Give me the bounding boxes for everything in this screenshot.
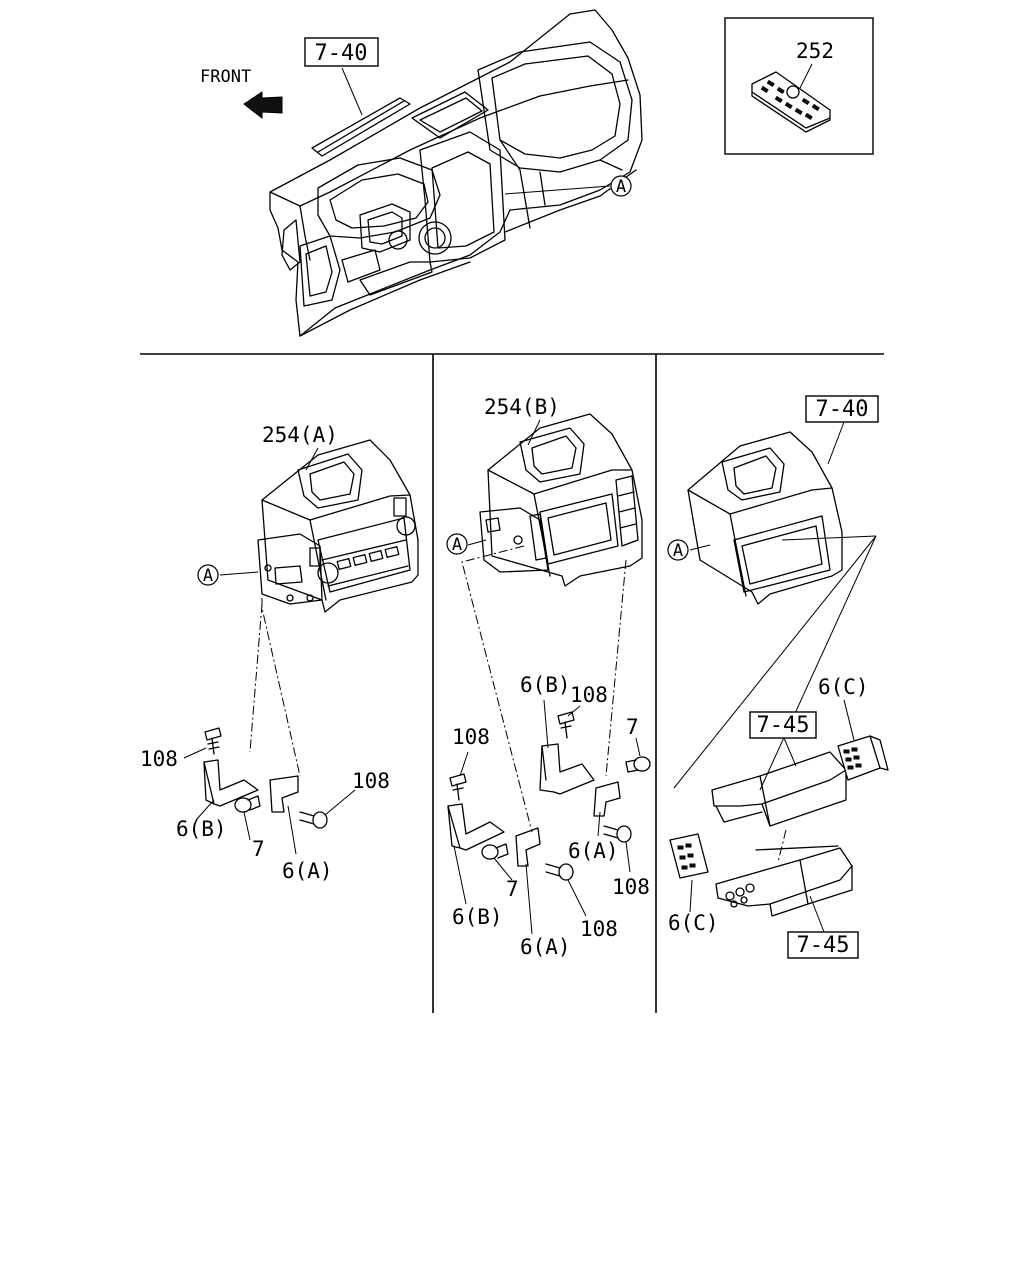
label-108-left-top: 108 <box>140 747 178 771</box>
label-6a-mid-right: 6(A) <box>568 839 619 863</box>
bezel-pocket-assembly: 7-40 7-45 <box>667 395 889 959</box>
callout-7-40-top-text: 7-40 <box>315 41 368 66</box>
remote-control-icon <box>751 71 831 133</box>
bolt-icon <box>481 843 509 860</box>
label-6a-left: 6(A) <box>282 859 333 883</box>
ref-a-mid-text: A <box>452 535 462 555</box>
ref-a-left-text: A <box>203 566 213 586</box>
label-108-mid-right: 108 <box>612 875 650 899</box>
label-108-mid-bottom: 108 <box>580 917 618 941</box>
label-6a-mid-bottom: 6(A) <box>520 935 571 959</box>
screw-icon <box>299 811 328 829</box>
front-arrow-icon <box>243 91 283 120</box>
remote-control-inset: 252 <box>724 17 874 155</box>
label-6b-left: 6(B) <box>176 817 227 841</box>
callout-7-40-top: 7-40 <box>304 37 379 67</box>
front-label: FRONT <box>200 67 251 87</box>
screw-icon <box>449 773 467 801</box>
remote-part-number: 252 <box>796 39 834 63</box>
ref-circle-a-mid: A <box>446 533 468 555</box>
label-6c-bottom: 6(C) <box>668 911 719 935</box>
label-6b-mid-bottom: 6(B) <box>452 905 503 929</box>
screw-icon <box>557 711 575 739</box>
ref-circle-a-top: A <box>610 175 632 197</box>
label-7-left: 7 <box>252 837 265 861</box>
screw-icon <box>204 727 222 755</box>
label-6b-mid-top: 6(B) <box>520 673 571 697</box>
label-7-mid-bottom: 7 <box>506 877 519 901</box>
ref-a-top-text: A <box>616 177 626 197</box>
ref-circle-a-right: A <box>667 539 689 561</box>
label-7-mid: 7 <box>626 715 639 739</box>
label-254b: 254(B) <box>484 395 560 419</box>
label-7-45-top: 7-45 <box>757 713 810 738</box>
front-direction-indicator: FRONT <box>200 67 283 120</box>
label-7-40-right: 7-40 <box>816 397 869 422</box>
label-254a: 254(A) <box>262 423 338 447</box>
unit-254b-assembly: 254(B) <box>446 395 651 959</box>
label-108-mid-top: 108 <box>570 683 608 707</box>
unit-254a-assembly: 254(A) <box>140 423 419 883</box>
ref-a-right-text: A <box>673 541 683 561</box>
label-7-45-bottom: 7-45 <box>797 933 850 958</box>
label-6c-top: 6(C) <box>818 675 869 699</box>
label-108-mid-left: 108 <box>452 725 490 749</box>
label-108-left-right: 108 <box>352 769 390 793</box>
ref-circle-a-left: A <box>197 564 219 586</box>
dashboard-assembly <box>269 9 643 337</box>
screw-icon <box>603 825 632 843</box>
clip-icon <box>669 833 709 879</box>
bolt-icon <box>234 795 261 813</box>
bolt-icon <box>625 756 651 773</box>
screw-icon <box>545 863 574 881</box>
clip-icon <box>837 735 889 781</box>
